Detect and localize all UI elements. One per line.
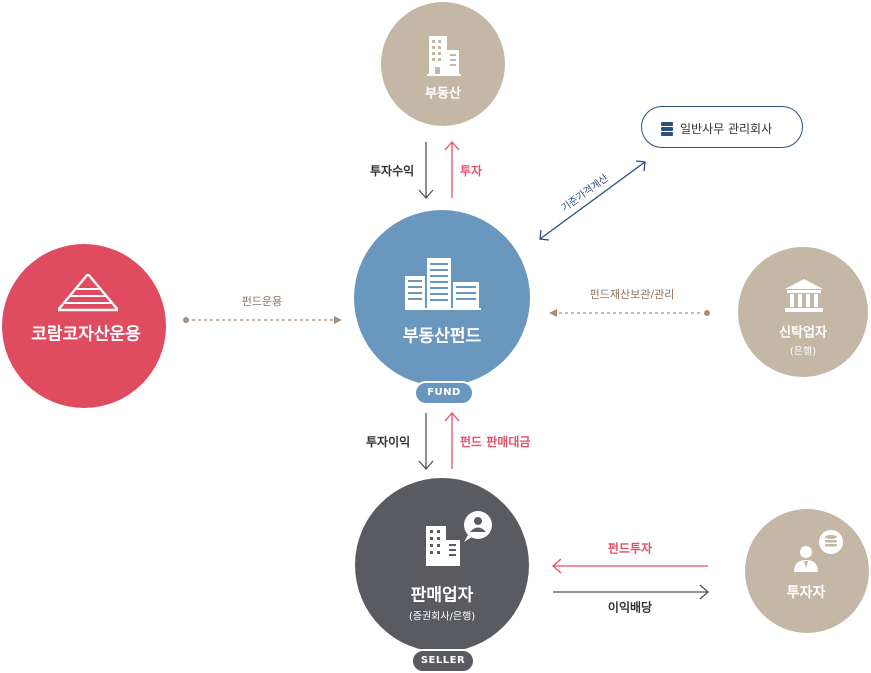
trustee-sublabel: (은행) (789, 346, 817, 358)
fund-label: 부동산펀드 (402, 326, 482, 347)
seller-badge: SELLER (411, 649, 475, 673)
flow-return-up: 투자수익 (370, 164, 415, 178)
flow-sales-proceeds: 펀드 판매대금 (460, 435, 531, 449)
arrow-invest-to-property (444, 141, 460, 198)
bank-icon (785, 279, 823, 312)
admin-company-label: 일반사무 관리회사 (680, 122, 773, 136)
arrow-fund-management (183, 316, 342, 324)
seller-sublabel: (증권회사/은행) (408, 611, 476, 623)
arrow-fund-investment (552, 558, 708, 574)
investor-label: 투자자 (786, 585, 826, 601)
arrow-custody (549, 309, 710, 317)
flow-fund-management: 펀드운용 (241, 295, 283, 308)
server-icon (661, 122, 673, 136)
flow-dividend: 이익배당 (607, 600, 653, 615)
buildings-icon (405, 258, 481, 310)
seller-label: 판매업자 (410, 585, 474, 606)
building-person-icon (426, 511, 492, 566)
building-icon (427, 36, 461, 76)
real-estate-label: 부동산 (425, 86, 461, 102)
trustee-label: 신탁업자 (779, 325, 827, 341)
flow-return-down: 투자이익 (366, 435, 411, 449)
flow-custody: 펀드재산보관/관리 (589, 288, 675, 301)
investor-coins-icon (794, 530, 843, 572)
arrow-dividend (553, 584, 709, 600)
arrow-nav-calc (539, 160, 646, 241)
asset-manager-label: 코람코자산운용 (31, 324, 141, 345)
arrow-return-to-seller (418, 413, 434, 470)
node-asset-manager (2, 244, 166, 408)
koramco-logo-icon (58, 274, 118, 312)
flow-fund-investment: 펀드투자 (607, 541, 653, 556)
arrow-return-to-fund (418, 142, 434, 199)
arrow-proceeds-to-fund (444, 412, 460, 469)
flow-invest-down: 투자 (460, 164, 483, 178)
fund-badge: FUND (414, 381, 474, 405)
